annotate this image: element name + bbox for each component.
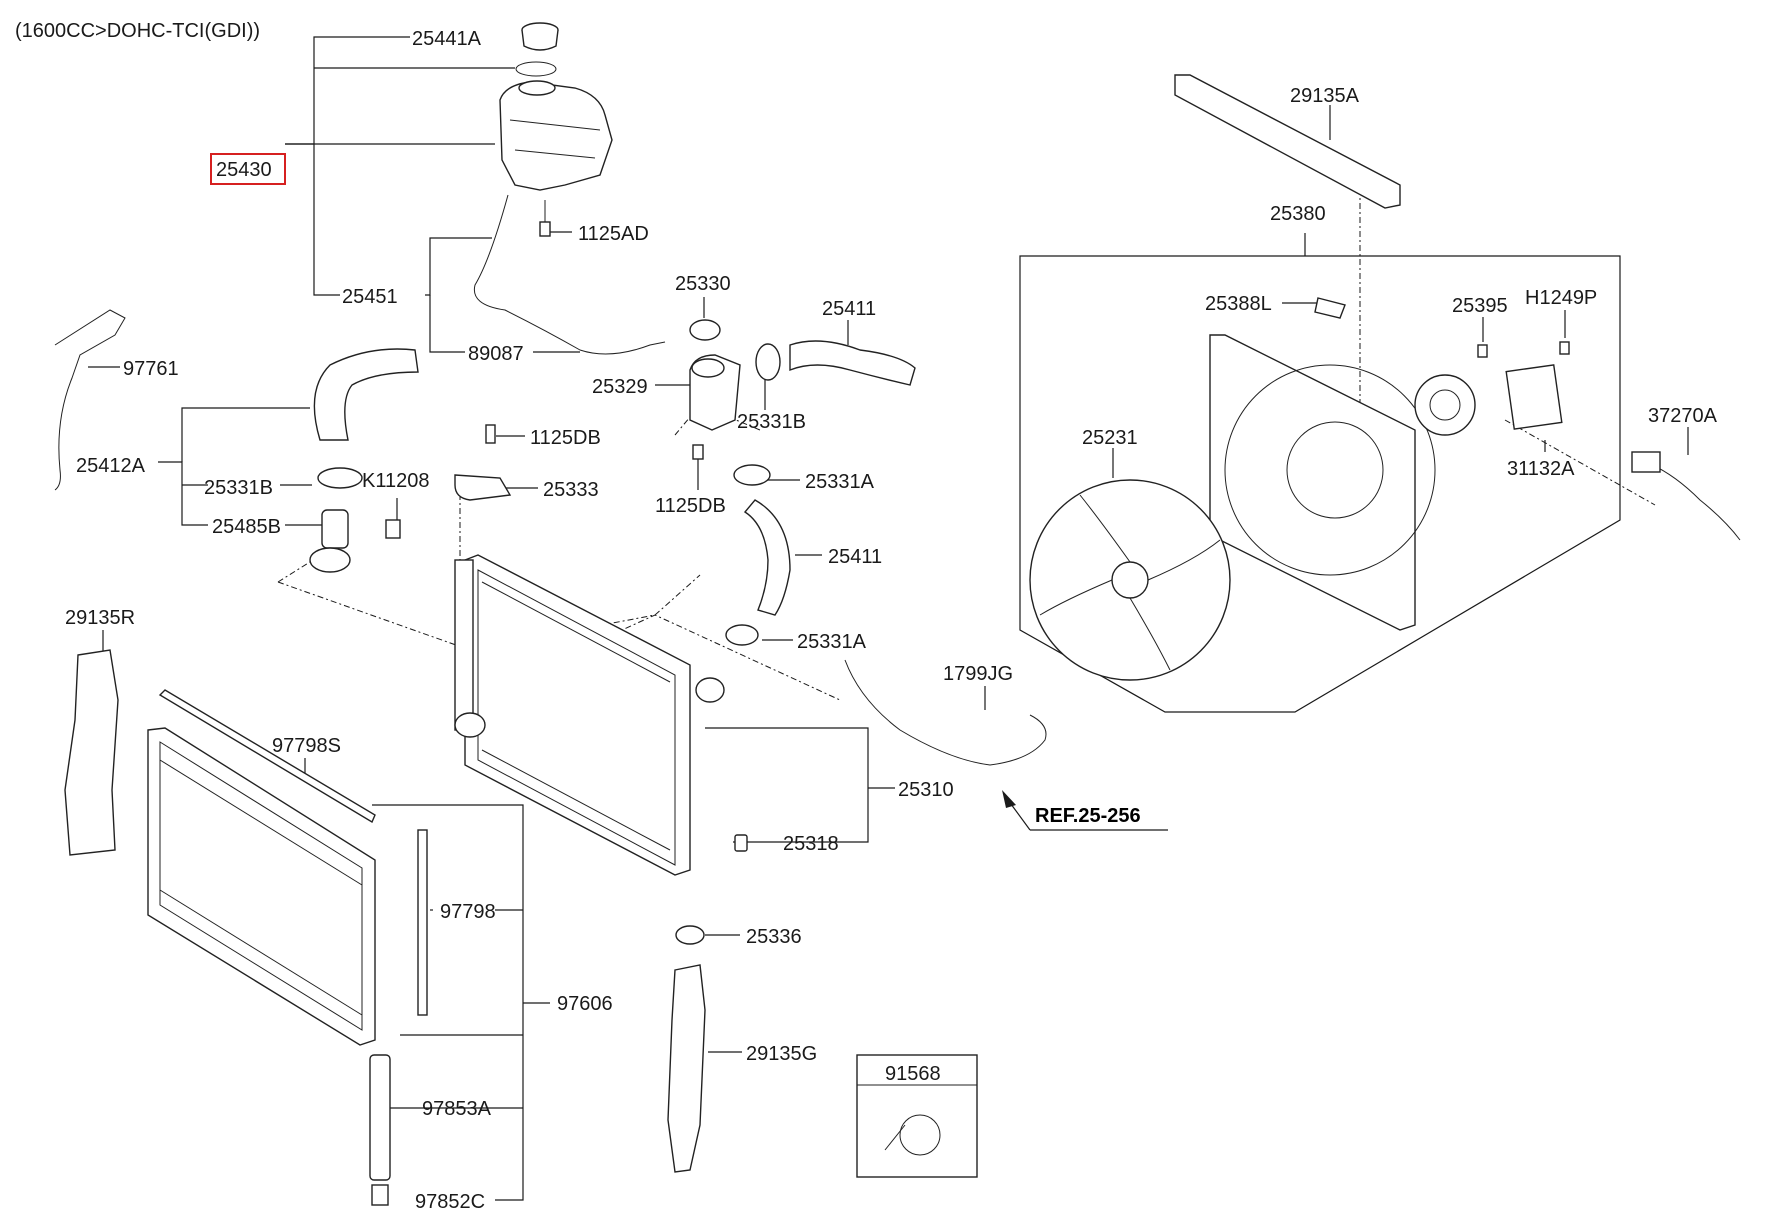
- part-label-97798s[interactable]: 97798S: [272, 735, 341, 757]
- bolt-25395: [1477, 344, 1488, 358]
- engine-note: (1600CC>DOHC-TCI(GDI)): [15, 20, 260, 42]
- part-label-25329[interactable]: 25329: [592, 376, 648, 398]
- upper-hose-25411: [789, 340, 916, 386]
- parts: [54, 22, 1741, 1206]
- radiator-25310: [454, 554, 725, 876]
- part-label-k11208[interactable]: K11208: [362, 470, 429, 492]
- bolt-1125ad: [539, 200, 551, 237]
- air-guard-29135r: [64, 649, 119, 856]
- part-label-25331a[interactable]: 25331A: [797, 631, 867, 653]
- bracket-97761: [54, 309, 126, 491]
- part-label-25411[interactable]: 25411: [828, 546, 882, 568]
- fan-motor: [1414, 374, 1476, 436]
- plug-k11208: [385, 519, 401, 539]
- part-label-25441a[interactable]: 25441A: [412, 28, 482, 50]
- part-label-h1249p[interactable]: H1249P: [1525, 287, 1597, 309]
- part-label-25310[interactable]: 25310: [898, 779, 954, 801]
- inset-box-91568: [856, 1054, 978, 1178]
- part-label-25336[interactable]: 25336: [746, 926, 802, 948]
- reservoir-cap: [521, 22, 559, 51]
- leader-lines: [88, 36, 1689, 1201]
- condenser-97606: [147, 727, 376, 1046]
- part-label-1125db[interactable]: 1125DB: [655, 495, 726, 517]
- part-label-97852c[interactable]: 97852C: [415, 1191, 485, 1211]
- fan-shroud-25380: [1209, 334, 1436, 631]
- part-label-25411-top[interactable]: 25411: [822, 298, 876, 320]
- bracket-25333: [454, 424, 512, 501]
- part-label-25331b-top[interactable]: 25331B: [737, 411, 806, 433]
- drier-plug-97852c: [371, 1184, 389, 1206]
- reference-label[interactable]: REF.25-256: [1035, 805, 1141, 827]
- part-label-25231[interactable]: 25231: [1082, 427, 1138, 449]
- part-label-25333[interactable]: 25333: [543, 479, 599, 501]
- strip-97798s: [158, 689, 376, 824]
- strip-97798: [417, 829, 428, 1016]
- reservoir-tank: [499, 80, 613, 191]
- part-label-25430[interactable]: 25430: [216, 159, 272, 181]
- part-label-25485b[interactable]: 25485B: [212, 516, 281, 538]
- bushing-25336: [675, 925, 705, 945]
- bolt-h1249p: [1559, 341, 1570, 355]
- lower-hose-25411: [743, 499, 791, 616]
- highlight-box-25430: [210, 153, 286, 185]
- bolt-1125db: [692, 444, 704, 460]
- part-label-1125db-top[interactable]: 1125DB: [530, 427, 601, 449]
- fan-blade-25231: [1029, 479, 1231, 681]
- water-outlet-25329: [689, 319, 741, 431]
- part-label-25395[interactable]: 25395: [1452, 295, 1508, 317]
- reservoir-hose: [473, 194, 666, 355]
- part-label-1799jg[interactable]: 1799JG: [943, 663, 1013, 685]
- part-label-97761[interactable]: 97761: [123, 358, 179, 380]
- ref-arrowhead: [1002, 790, 1016, 808]
- part-label-25388l[interactable]: 25388L: [1205, 293, 1272, 315]
- labels: (1600CC>DOHC-TCI(GDI)) 25441A 25430 1125…: [15, 20, 1718, 1211]
- bracket-25388l: [1314, 297, 1346, 319]
- part-label-97798[interactable]: 97798: [440, 901, 496, 923]
- hose-clamp-25331b: [317, 467, 363, 489]
- part-label-25331b[interactable]: 25331B: [204, 477, 273, 499]
- air-guard-29135a: [1174, 74, 1401, 209]
- controller-31132a: [1505, 364, 1563, 430]
- part-label-1125ad[interactable]: 1125AD: [578, 223, 649, 245]
- air-guard-29135g: [667, 964, 706, 1173]
- part-label-25331a-top[interactable]: 25331A: [805, 471, 875, 493]
- part-label-29135a[interactable]: 29135A: [1290, 85, 1360, 107]
- part-label-29135r[interactable]: 29135R: [65, 607, 135, 629]
- part-label-31132a[interactable]: 31132A: [1507, 458, 1575, 480]
- part-label-29135g[interactable]: 29135G: [746, 1043, 817, 1065]
- drain-plug-25318: [734, 834, 748, 852]
- inset-label-91568[interactable]: 91568: [885, 1063, 941, 1085]
- upper-radiator-hose: [313, 348, 419, 441]
- part-label-97606[interactable]: 97606: [557, 993, 613, 1015]
- part-label-25451[interactable]: 25451: [342, 286, 398, 308]
- part-label-25318[interactable]: 25318: [783, 833, 839, 855]
- harness-connector: [1631, 451, 1661, 473]
- part-label-25412a[interactable]: 25412A: [76, 455, 146, 477]
- cap-seal-ring: [515, 61, 557, 77]
- receiver-drier-97853a: [369, 1054, 391, 1181]
- part-label-37270a[interactable]: 37270A: [1648, 405, 1718, 427]
- hose-fitting-25485b: [309, 509, 351, 573]
- part-label-97853a[interactable]: 97853A: [422, 1098, 492, 1120]
- clamp-25331a: [725, 624, 759, 646]
- part-label-25330[interactable]: 25330: [675, 273, 731, 295]
- coolant-pipe-ref: [844, 659, 1047, 766]
- clamp-25331a-top: [733, 464, 771, 486]
- part-label-25380[interactable]: 25380: [1270, 203, 1326, 225]
- clamp-25331b-top: [755, 343, 781, 381]
- part-label-89087[interactable]: 89087: [468, 343, 524, 365]
